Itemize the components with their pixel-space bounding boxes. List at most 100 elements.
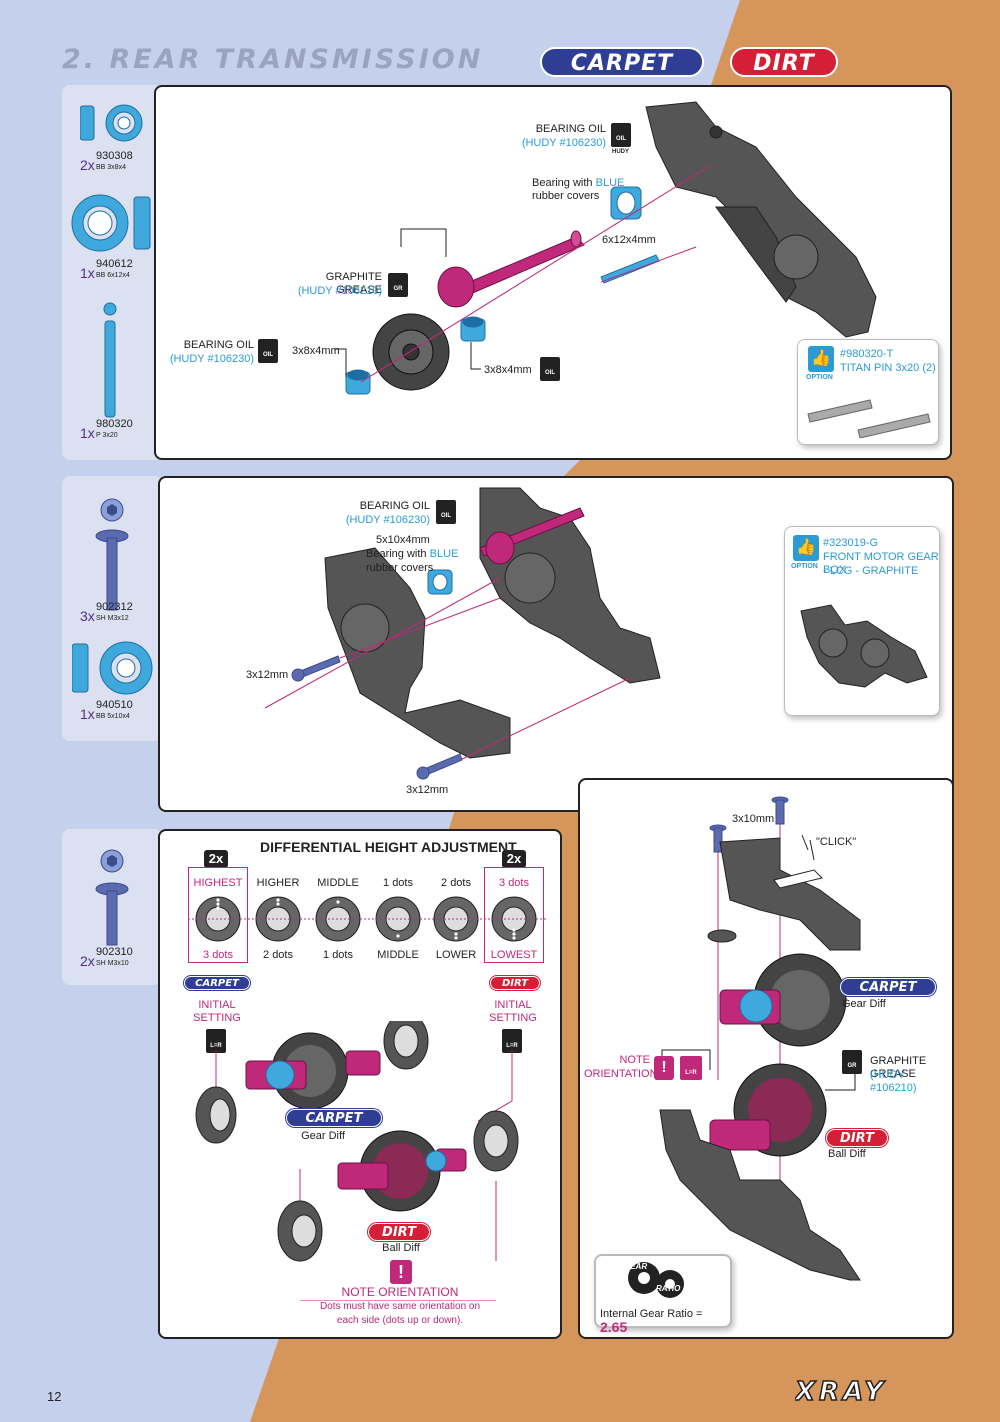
part-qty: 3x [80,608,95,624]
screw-right [771,796,789,825]
option-titan-pin: 👍 OPTION #980320-T TITAN PIN 3x20 (2) [797,339,939,445]
step-2-panel: BEARING OIL (HUDY #106230) OIL 5x10x4mm … [158,476,954,812]
bearing-blue-label: Bearing with BLUE [366,548,458,561]
gearbox-base [659,1109,861,1281]
option-name-2: - LCG - GRAPHITE [823,565,919,577]
part-qty: 1x [80,265,95,281]
page-number: 12 [47,1389,62,1404]
dirt-setting-badge: DIRT [490,976,540,990]
input-shaft [437,230,585,308]
screw-size-b: 3x12mm [406,784,449,796]
part-code-text: 902312 [96,601,133,613]
oil-icon-left: OIL [258,339,278,363]
label-middle-bottom: MIDDLE [377,949,419,961]
blue-word: BLUE [595,177,625,189]
part-code-text: 940510 [96,699,133,711]
gearbox-left-half [324,547,511,759]
blue-word: BLUE [429,548,459,560]
click-label: "CLICK" [816,836,857,848]
part-qty: 2x [80,157,95,173]
option-code: #980320-T [840,348,894,360]
ratio-value: 2.65 [600,1319,628,1335]
part-code-text: 940612 [96,258,133,270]
label-3dots-bottom: 3 dots [203,949,233,961]
ball-diff-label: Ball Diff [382,1242,420,1254]
label-2dots-bottom: 2 dots [263,949,293,961]
carpet-diff-badge: CARPET [840,978,936,996]
diff-install-diagram [659,796,861,1281]
bearing-oil-left-label: BEARING OIL [183,339,254,351]
initial-setting-right: INITIAL SETTING [489,999,537,1024]
gear-diff-carpet [245,1032,381,1110]
bearing-oil-left-ref: (HUDY #106230) [169,353,254,365]
bearing-oil-label: BEARING OIL [535,123,606,135]
gear-diff-label: Gear Diff [842,998,886,1010]
spur-gear [372,313,450,391]
bearing-6x12x4 [610,186,642,220]
gear-diff-label: Gear Diff [301,1130,345,1142]
label-highest: HIGHEST [193,877,243,889]
screw-size-a: 3x12mm [246,669,289,681]
ratio-text: Internal Gear Ratio = 2.65 [600,1308,730,1336]
warning-icon: ! [390,1260,412,1284]
brand-text: XRAY [795,1378,887,1406]
bearing-blue-text: Bearing with [532,177,593,189]
bearing-small-left [345,369,371,395]
bearing-6x12x4-icon [71,194,151,252]
bearing-oil-ref: (HUDY #106230) [345,514,430,526]
dirt-badge: DIRT [730,47,838,77]
xray-logo: XRAY [792,1376,950,1408]
part-desc: SH M3x12 [96,615,129,622]
thumbs-up-icon: 👍 [808,346,834,372]
bearing-5x10x4-icon [72,641,153,695]
ratio-word: RATIO [656,1284,681,1293]
gearbox-assembly-diagram [264,487,661,780]
part-desc: BB 3x8x4 [96,164,126,171]
screw-lower [416,753,463,780]
part-code-text: 930308 [96,150,133,162]
spacer-ring-dirt-right [473,1110,519,1172]
size-6x12x4: 6x12x4mm [602,234,656,246]
gearbox-housing [645,101,877,338]
graphite-grease-ref: (HUDY #106210) [297,285,382,297]
multiplier-left: 2x [204,850,228,868]
oil-icon-right: OIL [540,357,560,381]
xray-logo-mark: XRAY [792,1376,887,1408]
finger-click-icon [773,869,823,889]
lr-icon-right: L=R [502,1029,522,1053]
size-3x8x4-a: 3x8x4mm [292,345,340,357]
label-lowest: LOWEST [490,949,538,961]
dirt-diff-badge: DIRT [368,1223,430,1241]
warning-icon: ! [654,1056,674,1080]
part-qty: 2x [80,953,95,969]
lr-icon-left: L=R [206,1029,226,1053]
part-code: 940612 BB 6x12x4 [96,259,133,281]
label-higher: HIGHER [256,877,300,889]
part-desc: P 3x20 [96,432,118,439]
bearing-small-right [460,316,486,342]
ball-diff-dirt [337,1130,467,1212]
step-1-panel: BEARING OIL (HUDY #106230) OIL HUDY Bear… [154,85,952,460]
step-4-panel: 3x10mm "CLICK" CARPET Gear Diff GR GRAPH… [578,778,954,1339]
lr-icon: L=R [680,1056,702,1080]
page-title: 2. REAR TRANSMISSION [62,44,484,75]
grease-icon: GR [842,1050,862,1074]
option-name-1: FRONT MOTOR GEAR BOX [823,551,939,576]
bearing-oil-ref: (HUDY #106230) [521,137,606,149]
rear-gearbox-exploded-diagram [334,101,877,395]
multiplier-right: 2x [502,850,526,868]
titan-pins-icon [807,399,931,438]
option-front-motor-gearbox: 👍 OPTION #323019-G FRONT MOTOR GEAR BOX … [784,526,940,716]
gear-word: GEAR [624,1262,648,1271]
bearing-blue-text: Bearing with [366,548,427,560]
part-desc: SH M3x10 [96,960,129,967]
oil-icon: OIL [611,123,631,147]
part-code: 930308 BB 3x8x4 [96,151,133,173]
thumbs-up-icon: 👍 [793,535,819,561]
bearing-blue-label: Bearing with BLUE [532,177,624,190]
part-desc: BB 6x12x4 [96,272,130,279]
option-name: TITAN PIN 3x20 (2) [840,362,936,374]
